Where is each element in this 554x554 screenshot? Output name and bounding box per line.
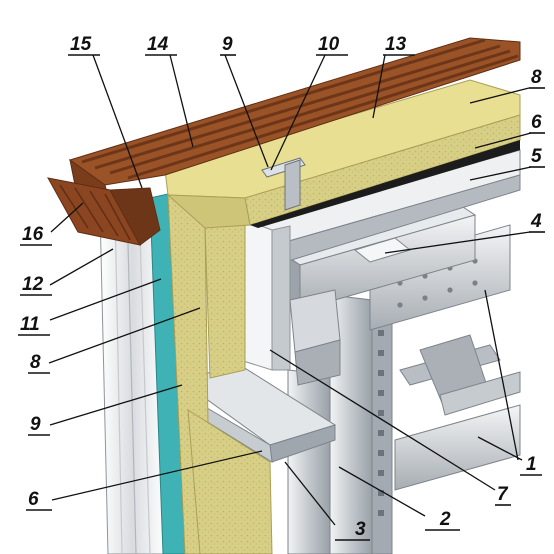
- callout-2: 2: [439, 509, 451, 530]
- callout-8-left: 8: [30, 352, 41, 373]
- callout-8-top: 8: [531, 67, 542, 88]
- upper-bracket-rail: [283, 204, 477, 311]
- callout-6-bottom: 6: [28, 489, 39, 510]
- callout-5: 5: [531, 146, 542, 167]
- roof-waterproofing: [250, 140, 520, 228]
- leader-lines: [48, 54, 532, 526]
- callout-6-top: 6: [531, 112, 542, 133]
- callout-3: 3: [355, 519, 366, 540]
- drip-edge: [47, 177, 161, 246]
- callout-14: 14: [147, 34, 169, 55]
- callout-9-left: 9: [30, 414, 41, 435]
- callout-4: 4: [530, 211, 542, 232]
- callout-labels: 15 14 9 10 13 8 6 5 4 16 12 11 8 9 1 7 6…: [18, 34, 545, 541]
- roof-covering: [68, 37, 521, 207]
- callout-13: 13: [385, 34, 407, 55]
- anchor-bracket: [261, 157, 306, 211]
- callout-16: 16: [22, 224, 44, 245]
- callout-10: 10: [318, 34, 340, 55]
- callout-9-top: 9: [222, 34, 233, 55]
- callout-12: 12: [22, 274, 44, 295]
- callout-7: 7: [497, 484, 509, 505]
- callout-1: 1: [526, 454, 537, 475]
- callout-15: 15: [70, 34, 92, 55]
- callout-11: 11: [20, 314, 40, 335]
- insulation-layer: [164, 79, 521, 554]
- wind-membrane: [149, 193, 186, 554]
